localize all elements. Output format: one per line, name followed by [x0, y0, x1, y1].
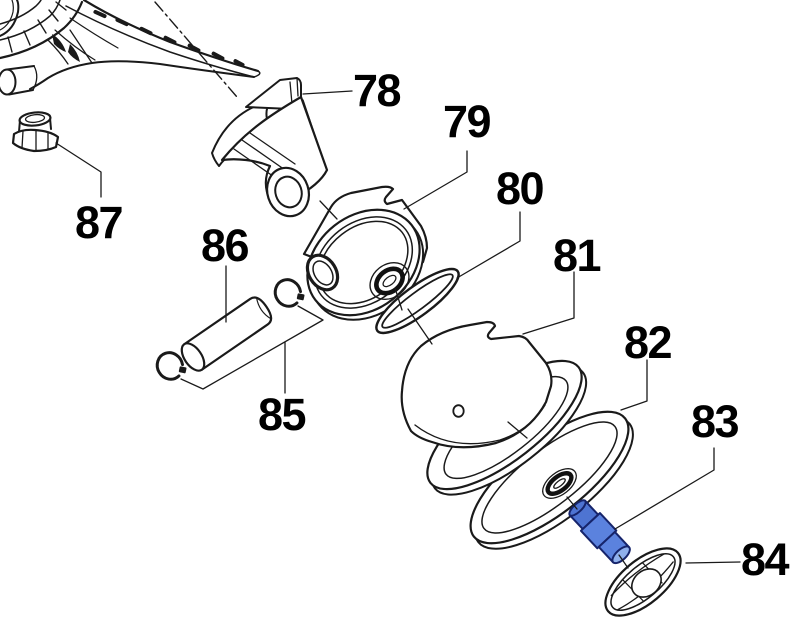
part-83-screw-highlighted [568, 499, 631, 565]
part-label-84: 84 [741, 534, 790, 585]
part-label-86: 86 [201, 220, 250, 271]
part-crankcase-fragment [0, 0, 261, 96]
part-79-piston [302, 185, 429, 321]
part-86-pin [180, 296, 273, 372]
part-81-diaphragm-support [400, 320, 588, 496]
leader-87 [55, 142, 102, 198]
part-label-80: 80 [496, 163, 545, 214]
leader-78 [302, 90, 353, 95]
part-87-plug [11, 111, 60, 153]
part-label-87: 87 [75, 197, 124, 248]
part-label-81: 81 [553, 230, 602, 281]
leader-83 [614, 447, 715, 530]
part-label-79: 79 [443, 96, 492, 147]
leader-82 [620, 359, 648, 411]
part-78-piston-guide [211, 77, 329, 218]
part-label-83: 83 [691, 396, 740, 447]
assembly-axis-lines [319, 200, 629, 569]
part-80-o-ring [375, 267, 460, 335]
center-line [154, 1, 238, 98]
part-label-82: 82 [624, 317, 673, 368]
leader-lines [55, 90, 741, 564]
leader-79 [403, 150, 468, 210]
part-label-78: 78 [353, 65, 402, 116]
part-84-cap [604, 547, 682, 617]
leader-80 [456, 211, 521, 279]
part-85-circlip-left [155, 351, 187, 381]
part-label-85: 85 [258, 389, 307, 440]
leader-84 [685, 561, 741, 564]
part-82-diaphragm [469, 410, 634, 550]
part-85-circlip-right [273, 278, 305, 308]
leader-85 [180, 305, 324, 394]
leader-81 [522, 271, 575, 335]
